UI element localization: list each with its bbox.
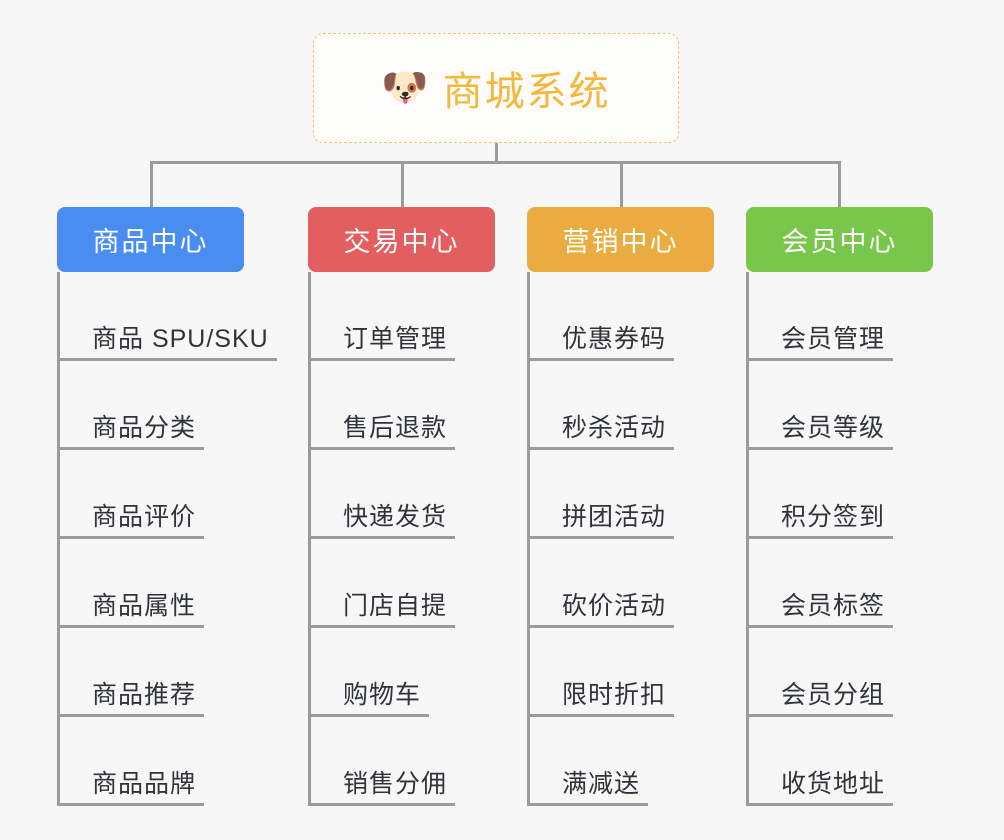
leaf-item-underline (60, 447, 204, 450)
leaf-item-label: 商品属性 (92, 592, 197, 620)
leaf-item[interactable]: 售后退款 (311, 361, 495, 450)
leaf-item-underline (749, 714, 893, 717)
leaf-item-label: 商品分类 (92, 414, 197, 442)
leaf-item-underline (60, 625, 204, 628)
category-label: 交易中心 (343, 227, 460, 257)
leaf-item-label: 会员等级 (781, 414, 886, 442)
connector-drop-marketing-center (620, 161, 623, 209)
category-box-trade-center[interactable]: 交易中心 (308, 207, 495, 272)
leaf-item-label: 满减送 (562, 770, 641, 798)
leaf-item-label: 售后退款 (343, 414, 448, 442)
leaf-item-label: 优惠券码 (562, 325, 667, 353)
root-title: 商城系统 (442, 70, 611, 114)
leaf-item-label: 商品评价 (92, 503, 197, 531)
connector-drop-member-center (838, 161, 841, 209)
leaf-item-underline (311, 714, 429, 717)
leaf-item-label: 秒杀活动 (562, 414, 667, 442)
leaf-item-underline (530, 447, 674, 450)
leaf-item-underline (60, 714, 204, 717)
leaf-item-underline (530, 625, 674, 628)
leaf-item[interactable]: 会员标签 (749, 539, 933, 628)
leaf-item[interactable]: 商品推荐 (60, 628, 244, 717)
leaf-item-underline (311, 625, 455, 628)
leaf-item-label: 订单管理 (343, 325, 448, 353)
connector-drop-product-center (150, 161, 153, 209)
leaf-item[interactable]: 商品品牌 (60, 717, 244, 806)
leaf-item-label: 会员分组 (781, 681, 886, 709)
connector-bus (150, 161, 841, 164)
leaf-item-underline (749, 536, 893, 539)
leaf-item[interactable]: 会员分组 (749, 628, 933, 717)
leaf-item[interactable]: 商品分类 (60, 361, 244, 450)
leaf-item-underline (311, 536, 455, 539)
leaf-item-underline (530, 536, 674, 539)
leaf-item-underline (60, 536, 204, 539)
leaf-item[interactable]: 快递发货 (311, 450, 495, 539)
category-box-member-center[interactable]: 会员中心 (746, 207, 933, 272)
leaf-item[interactable]: 购物车 (311, 628, 495, 717)
leaf-item[interactable]: 商品 SPU/SKU (60, 272, 277, 361)
category-box-marketing-center[interactable]: 营销中心 (527, 207, 714, 272)
category-label: 会员中心 (781, 227, 898, 257)
leaf-item[interactable]: 砍价活动 (530, 539, 714, 628)
leaf-list-member-center: 会员管理会员等级积分签到会员标签会员分组收货地址 (746, 272, 933, 806)
leaf-list-marketing-center: 优惠券码秒杀活动拼团活动砍价活动限时折扣满减送 (527, 272, 714, 806)
category-column-trade-center: 交易中心订单管理售后退款快递发货门店自提购物车销售分佣 (308, 207, 495, 806)
leaf-item-label: 商品 SPU/SKU (92, 325, 269, 353)
leaf-item[interactable]: 优惠券码 (530, 272, 714, 361)
leaf-item-label: 拼团活动 (562, 503, 667, 531)
leaf-item-label: 销售分佣 (343, 770, 448, 798)
leaf-item-label: 购物车 (343, 681, 422, 709)
leaf-list-trade-center: 订单管理售后退款快递发货门店自提购物车销售分佣 (308, 272, 495, 806)
leaf-item-underline (530, 358, 674, 361)
connector-drop-trade-center (401, 161, 404, 209)
leaf-item-underline (60, 358, 277, 361)
leaf-item-underline (311, 803, 455, 806)
category-label: 商品中心 (92, 227, 209, 257)
category-column-member-center: 会员中心会员管理会员等级积分签到会员标签会员分组收货地址 (746, 207, 933, 806)
leaf-item-label: 会员管理 (781, 325, 886, 353)
leaf-item-underline (530, 714, 674, 717)
leaf-item[interactable]: 商品评价 (60, 450, 244, 539)
leaf-item-label: 收货地址 (781, 770, 886, 798)
leaf-item-label: 会员标签 (781, 592, 886, 620)
leaf-item[interactable]: 销售分佣 (311, 717, 495, 806)
leaf-item-label: 砍价活动 (562, 592, 667, 620)
leaf-item[interactable]: 积分签到 (749, 450, 933, 539)
leaf-item[interactable]: 订单管理 (311, 272, 495, 361)
leaf-item-underline (60, 803, 204, 806)
leaf-item-underline (749, 803, 893, 806)
leaf-item-underline (311, 447, 455, 450)
leaf-item[interactable]: 满减送 (530, 717, 714, 806)
leaf-item[interactable]: 限时折扣 (530, 628, 714, 717)
leaf-item-underline (749, 625, 893, 628)
root-node[interactable]: 🐶 商城系统 (313, 33, 679, 143)
category-column-product-center: 商品中心商品 SPU/SKU 商品分类商品评价商品属性商品推荐商品品牌 (57, 207, 277, 806)
leaf-item[interactable]: 秒杀活动 (530, 361, 714, 450)
leaf-item-underline (530, 803, 648, 806)
leaf-item[interactable]: 收货地址 (749, 717, 933, 806)
leaf-item-label: 门店自提 (343, 592, 448, 620)
leaf-item[interactable]: 会员管理 (749, 272, 933, 361)
category-label: 营销中心 (562, 227, 679, 257)
leaf-item-label: 快递发货 (343, 503, 448, 531)
leaf-item[interactable]: 拼团活动 (530, 450, 714, 539)
category-column-marketing-center: 营销中心优惠券码秒杀活动拼团活动砍价活动限时折扣满减送 (527, 207, 714, 806)
leaf-item-underline (749, 447, 893, 450)
leaf-item-label: 限时折扣 (562, 681, 667, 709)
leaf-item-underline (311, 358, 455, 361)
leaf-item-label: 商品推荐 (92, 681, 197, 709)
leaf-item[interactable]: 会员等级 (749, 361, 933, 450)
leaf-item-label: 积分签到 (781, 503, 886, 531)
category-box-product-center[interactable]: 商品中心 (57, 207, 244, 272)
leaf-item-label: 商品品牌 (92, 770, 197, 798)
connector-root-stub (495, 143, 498, 164)
leaf-list-product-center: 商品 SPU/SKU 商品分类商品评价商品属性商品推荐商品品牌 (57, 272, 277, 806)
leaf-item-underline (749, 358, 893, 361)
dog-face-icon: 🐶 (381, 67, 429, 109)
leaf-item[interactable]: 门店自提 (311, 539, 495, 628)
leaf-item[interactable]: 商品属性 (60, 539, 244, 628)
